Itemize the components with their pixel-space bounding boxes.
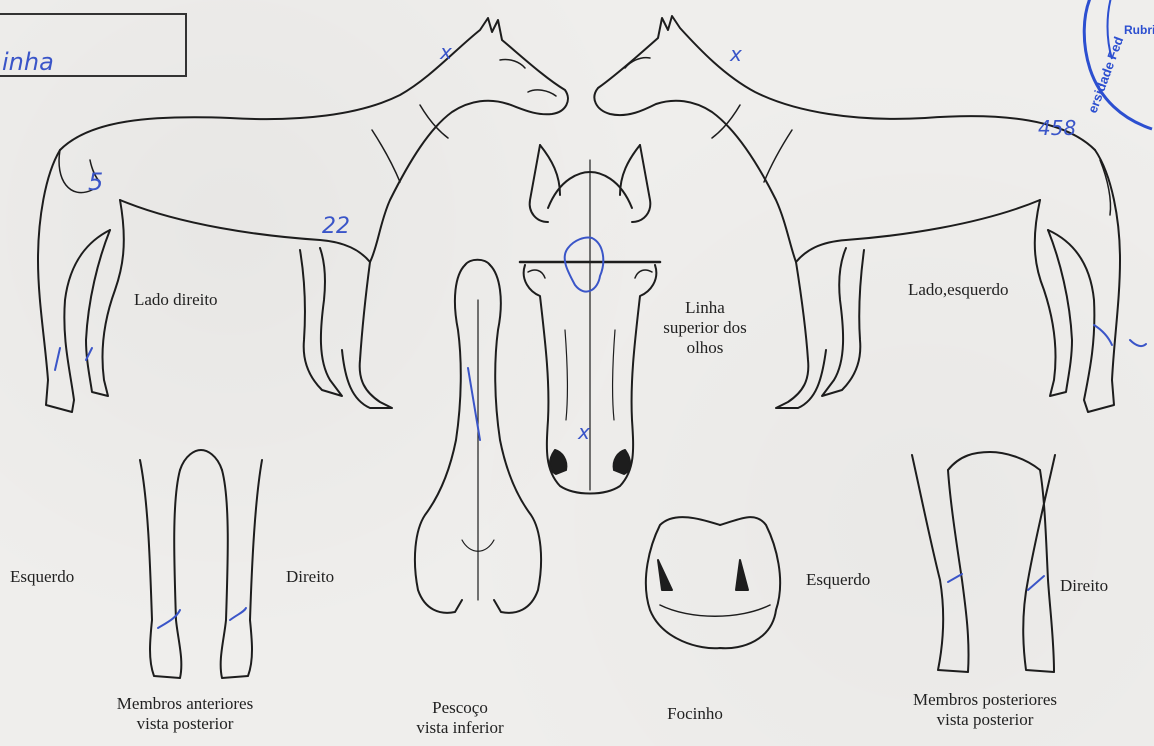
caption-hind-limbs-1: Membros posteriores: [860, 690, 1110, 710]
horse-neck-inferior-outline: [415, 260, 541, 613]
label-eye-line: Linha superior dos olhos: [650, 298, 760, 358]
front-limbs-posterior-outline: [140, 450, 262, 678]
horse-right-side-outline: [38, 18, 568, 412]
hind-limbs-posterior-outline: [912, 452, 1055, 672]
face-whorl-mark: [565, 237, 604, 291]
limb-mark-3: [1094, 325, 1112, 345]
label-left-side: Lado,esquerdo: [908, 280, 1009, 300]
limb-mark-7: [948, 574, 962, 582]
label-hind-left: Esquerdo: [806, 570, 870, 590]
limb-mark-6: [230, 608, 246, 620]
muzzle-outline: [646, 517, 780, 648]
flank-number: 5: [88, 168, 103, 196]
limb-mark-8: [1028, 576, 1044, 590]
neck-mark-right: x: [440, 40, 452, 64]
face-mark: x: [578, 420, 590, 444]
left-side-number: 458: [1038, 116, 1076, 140]
institution-stamp: Rubri ersidade Fed: [1072, 0, 1154, 134]
label-front-left: Esquerdo: [10, 567, 74, 587]
label-hind-right: Direito: [1060, 576, 1108, 596]
eye-line-text-1: Linha: [650, 298, 760, 318]
label-right-side: Lado direito: [134, 290, 218, 310]
limb-mark-1: [55, 348, 60, 370]
neck-mark-left: x: [730, 42, 742, 66]
caption-muzzle: Focinho: [630, 704, 760, 724]
caption-hind-limbs: Membros posteriores vista posterior: [860, 690, 1110, 730]
caption-hind-limbs-2: vista posterior: [860, 710, 1110, 730]
caption-neck-1: Pescoço: [380, 698, 540, 718]
caption-front-limbs-2: vista posterior: [70, 714, 300, 734]
caption-front-limbs: Membros anteriores vista posterior: [70, 694, 300, 734]
eye-line-text-3: olhos: [650, 338, 760, 358]
caption-neck-2: vista inferior: [380, 718, 540, 738]
caption-neck: Pescoço vista inferior: [380, 698, 540, 738]
caption-front-limbs-1: Membros anteriores: [70, 694, 300, 714]
eye-line-text-2: superior dos: [650, 318, 760, 338]
label-front-right: Direito: [286, 567, 334, 587]
limb-mark-4: [1130, 340, 1146, 346]
horse-head-front-outline: [520, 145, 660, 494]
shoulder-number: 22: [322, 214, 350, 239]
stamp-text-top: Rubri: [1124, 23, 1154, 37]
